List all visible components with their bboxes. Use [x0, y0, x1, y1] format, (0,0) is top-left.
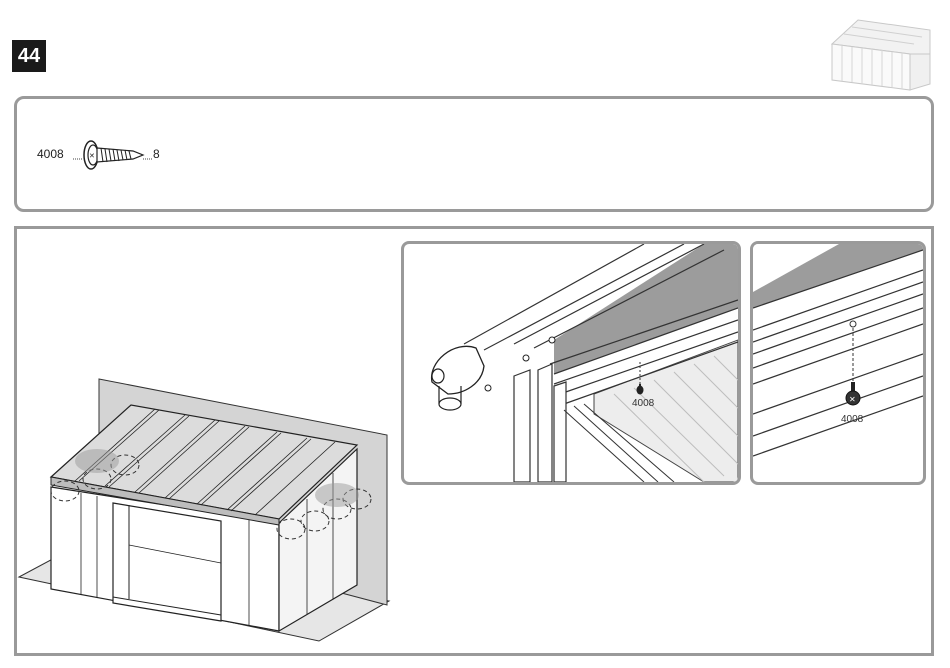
- step-number-badge: 44: [12, 40, 46, 72]
- roof-rail-detail-illustration: ✕: [753, 244, 923, 482]
- part-code: 4008: [37, 147, 64, 161]
- svg-text:✕: ✕: [89, 152, 95, 160]
- part-item: 4008 ✕ 8: [35, 135, 195, 175]
- detail-view-roof-corner: 4008: [401, 241, 741, 485]
- shed-overview-illustration: [17, 229, 397, 659]
- roof-corner-detail-illustration: [404, 244, 738, 482]
- parts-list-panel: 4008 ✕ 8: [14, 96, 934, 212]
- assembly-illustration-panel: 4008 ✕ 4008: [14, 226, 934, 656]
- detail-view-roof-rail: ✕ 4008: [750, 241, 926, 485]
- screw-callout-label: 4008: [632, 398, 654, 409]
- shed-thumbnail-icon: [826, 14, 936, 92]
- self-drilling-screw-icon: ✕: [73, 135, 153, 175]
- svg-text:✕: ✕: [849, 395, 856, 404]
- screw-callout-label: 4008: [841, 414, 863, 425]
- part-quantity: 8: [153, 147, 160, 161]
